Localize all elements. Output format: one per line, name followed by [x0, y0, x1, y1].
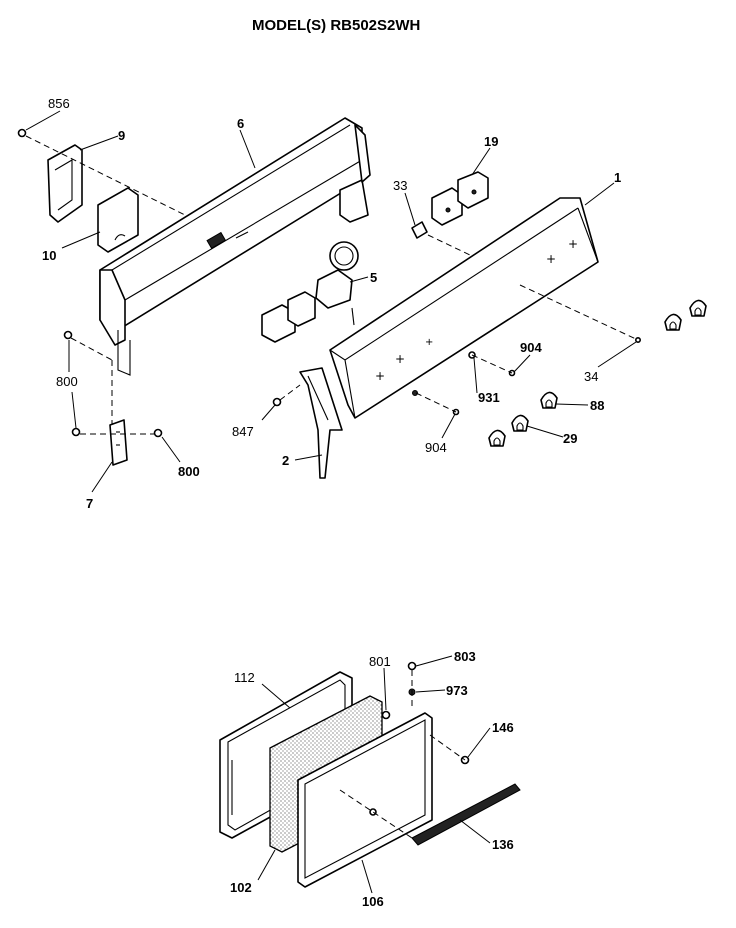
- label-112: 112: [234, 670, 255, 685]
- bracket-part-10: [97, 187, 139, 253]
- label-136: 136: [492, 837, 514, 852]
- assembly-line: [339, 789, 413, 839]
- label-5: 5: [370, 270, 377, 285]
- knob-part-29: [511, 414, 529, 432]
- label-10: 10: [42, 248, 56, 263]
- assembly-line: [70, 337, 113, 361]
- knob-part-88: [540, 391, 558, 409]
- label-9: 9: [118, 128, 125, 143]
- outer-door-part-106: [297, 712, 433, 888]
- control-panel-part-1: + + + + +: [329, 197, 599, 419]
- assembly-line: [519, 284, 639, 341]
- switch-part-5: [261, 291, 316, 343]
- part-labels: 856 9 6 10 19 33 1 5 800 800 7 847 2 904…: [42, 96, 621, 909]
- assembly-line: [429, 734, 466, 761]
- label-801: 801: [369, 654, 391, 669]
- leader-lines-upper: [25, 110, 637, 493]
- svg-text:+: +: [546, 252, 556, 266]
- assembly-line: [279, 384, 301, 401]
- label-6: 6: [237, 116, 244, 131]
- screw-part-847: [272, 397, 282, 407]
- label-106: 106: [362, 894, 384, 909]
- knob-part-34a: [664, 313, 682, 331]
- svg-text:+: +: [425, 337, 433, 348]
- assembly-line: [427, 234, 471, 256]
- label-800-right: 800: [178, 464, 200, 479]
- diagram-title: MODEL(S) RB502S2WH: [252, 17, 420, 34]
- svg-text:+: +: [568, 237, 578, 251]
- label-29: 29: [563, 431, 577, 446]
- label-973: 973: [446, 683, 468, 698]
- screw-part-800-right: [153, 428, 163, 438]
- screw-part-800-upper: [63, 330, 73, 340]
- knob-part-34b: [689, 299, 707, 317]
- screw-part-803: [407, 661, 417, 671]
- label-904-lower: 904: [425, 440, 447, 455]
- label-803: 803: [454, 649, 476, 664]
- assembly-line: [471, 354, 513, 374]
- label-1: 1: [614, 170, 621, 185]
- screw-part-856: [17, 128, 27, 138]
- label-2: 2: [282, 453, 289, 468]
- assembly-line: [415, 392, 457, 413]
- screw-part-801: [381, 710, 391, 720]
- screw-part-34: [634, 336, 641, 343]
- switch-part-19: [431, 171, 489, 226]
- side-bracket-part-2: [299, 367, 343, 479]
- timer-part-5: [315, 241, 359, 326]
- label-19: 19: [484, 134, 498, 149]
- label-88: 88: [590, 398, 604, 413]
- label-34: 34: [584, 369, 598, 384]
- label-856: 856: [48, 96, 70, 111]
- svg-text:+: +: [375, 369, 385, 383]
- label-33: 33: [393, 178, 407, 193]
- clip-part-33: [411, 221, 428, 239]
- label-931: 931: [478, 390, 500, 405]
- knob-part-29b: [488, 429, 506, 447]
- backguard-housing-part-6: [99, 117, 371, 376]
- bracket-part-9: [47, 144, 83, 223]
- label-7: 7: [86, 496, 93, 511]
- label-102: 102: [230, 880, 252, 895]
- handle-part-136: [411, 783, 521, 846]
- svg-text:+: +: [395, 352, 405, 366]
- leader-lines-lower: [257, 655, 491, 894]
- screw-part-800-lower: [71, 427, 81, 437]
- label-146: 146: [492, 720, 514, 735]
- label-847: 847: [232, 424, 254, 439]
- label-904-upper: 904: [520, 340, 542, 355]
- label-800-upper: 800: [56, 374, 78, 389]
- hinge-part-7: [109, 419, 128, 466]
